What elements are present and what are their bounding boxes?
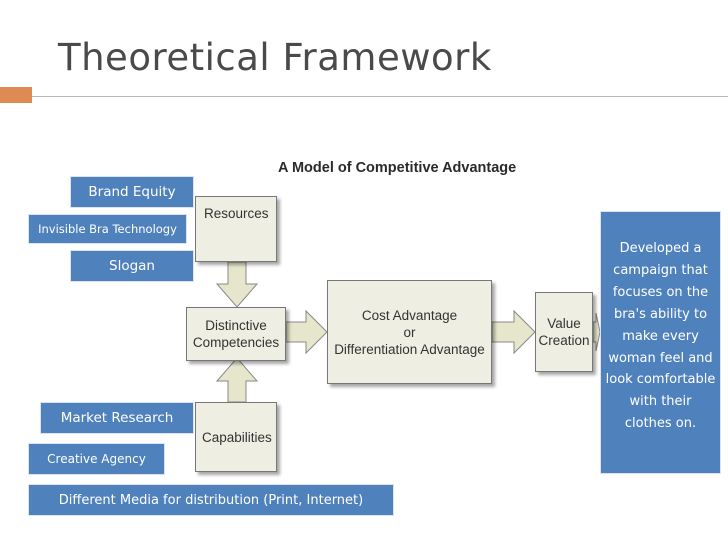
invisible-bra-technology-label: Invisible Bra Technology [28, 214, 187, 244]
distinctive-competencies-box: Distinctive Competencies [186, 307, 286, 361]
value-label-line2: Creation [538, 333, 590, 348]
value-creation-box: Value Creation [535, 292, 593, 372]
advantage-label-line1: Cost Advantage [361, 307, 458, 323]
advantage-label-line2: or [403, 324, 416, 340]
diagram-title: A Model of Competitive Advantage [278, 160, 517, 176]
slogan-label: Slogan [70, 250, 194, 282]
competencies-label-line1: Distinctive [205, 318, 267, 333]
capabilities-box: Capabilities [195, 402, 277, 472]
arrow-resources-to-competencies [215, 261, 259, 308]
arrow-value-to-description [592, 312, 601, 352]
title-divider [32, 96, 728, 97]
capabilities-label: Capabilities [202, 429, 272, 445]
arrow-capabilities-to-competencies [215, 357, 259, 403]
campaign-description-box: Developed a campaign that focuses on the… [600, 211, 721, 474]
value-label-line1: Value [547, 316, 581, 331]
resources-label: Resources [204, 206, 269, 221]
creative-agency-label: Creative Agency [28, 443, 165, 475]
media-distribution-label: Different Media for distribution (Print,… [28, 484, 394, 516]
advantage-label-line3: Differentiation Advantage [334, 341, 485, 357]
title-accent-bar [0, 87, 32, 103]
competencies-label-line2: Competencies [192, 335, 280, 350]
resources-box: Resources [195, 196, 277, 262]
slide-title: Theoretical Framework [58, 36, 492, 79]
arrow-competencies-to-advantage [285, 309, 328, 355]
arrow-advantage-to-value [491, 309, 536, 355]
market-research-label: Market Research [40, 402, 194, 434]
brand-equity-label: Brand Equity [70, 176, 194, 208]
advantage-box: Cost Advantage or Differentiation Advant… [327, 280, 492, 384]
